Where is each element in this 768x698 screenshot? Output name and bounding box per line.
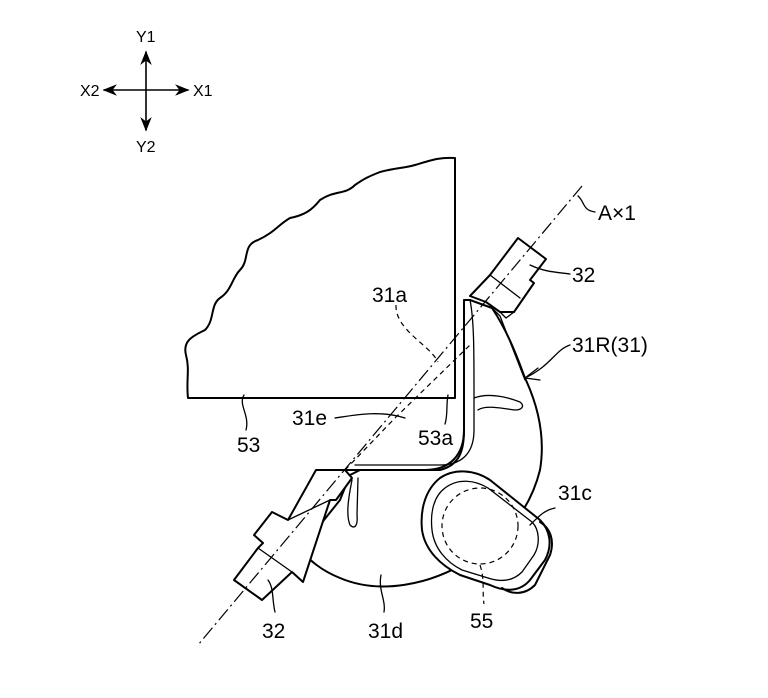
axis-line-ax1 xyxy=(197,185,583,646)
flange-inner xyxy=(354,299,475,466)
leader-31R-arrow xyxy=(524,367,541,381)
leader-32-lower xyxy=(267,579,276,613)
label-53: 53 xyxy=(237,434,260,457)
leader-53a xyxy=(444,394,449,425)
label-31c: 31c xyxy=(558,482,592,505)
ring-31c xyxy=(420,470,553,594)
fastener-upper-line2 xyxy=(499,311,515,319)
leader-53 xyxy=(241,394,248,431)
label-31e: 31e xyxy=(292,407,327,430)
leader-ax1 xyxy=(577,195,596,213)
y2-label: Y2 xyxy=(136,139,156,156)
rib-edge xyxy=(491,307,526,381)
label-ax1: A×1 xyxy=(598,202,636,225)
leader-31e xyxy=(334,413,406,419)
label-31d: 31d xyxy=(368,620,403,643)
line-31a xyxy=(344,344,471,471)
label-32-upper: 32 xyxy=(572,264,595,287)
fastener-lower-outer xyxy=(233,469,353,601)
rib-upper xyxy=(473,394,524,411)
x2-label: X2 xyxy=(80,83,100,100)
rib-lower xyxy=(347,477,359,528)
label-55: 55 xyxy=(470,610,493,633)
corner-53a xyxy=(329,299,465,471)
leader-31R xyxy=(524,344,571,379)
ring-outer xyxy=(420,470,551,591)
leader-31d xyxy=(379,574,385,613)
leader-lines xyxy=(241,195,596,613)
x1-label: X1 xyxy=(193,83,213,100)
y1-label: Y1 xyxy=(136,29,156,46)
part-labels: A×1 32 31R(31) 31a 31e 53 53a 31c 31d 55… xyxy=(237,202,648,643)
label-32-lower: 32 xyxy=(262,620,285,643)
leader-55 xyxy=(479,564,485,605)
label-53a: 53a xyxy=(418,427,453,450)
fastener-upper-line1 xyxy=(489,274,521,299)
leader-31c xyxy=(529,507,556,526)
panel-53 xyxy=(184,156,456,399)
orientation-compass: Y1 Y2 X2 X1 xyxy=(80,29,213,156)
label-31a: 31a xyxy=(372,284,407,307)
leader-32-upper xyxy=(529,264,571,275)
ring-inner xyxy=(430,480,539,582)
panel-outline xyxy=(184,156,456,399)
hole-55 xyxy=(441,487,519,565)
fastener-32-lower xyxy=(233,469,353,601)
leader-31a xyxy=(395,304,439,363)
fastener-lower-line1 xyxy=(257,547,293,573)
label-31R: 31R(31) xyxy=(572,334,648,357)
ring-lip xyxy=(501,521,553,594)
fastener-lower-line2 xyxy=(287,499,331,521)
